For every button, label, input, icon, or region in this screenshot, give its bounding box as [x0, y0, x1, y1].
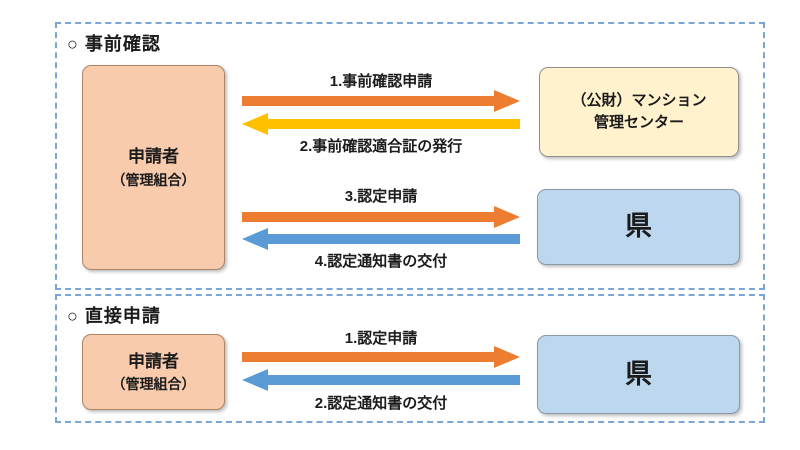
section-direct-application: ○ 直接申請 申請者 （管理組合） 県 1.認定申請 2.認定通知書の交付: [55, 294, 765, 423]
management-center-label-line1: （公財）マンション: [571, 92, 707, 110]
section-preliminary-confirmation: ○ 事前確認 申請者 （管理組合） （公財）マンション 管理センター 県 1.事…: [55, 22, 765, 290]
prefecture-label: 県: [625, 211, 652, 242]
left-arrow-icon: [242, 113, 520, 135]
arrow-label-certification-notice: 4.認定通知書の交付: [314, 253, 448, 270]
arrow-label-prelim-application: 1.事前確認申請: [329, 73, 433, 90]
arrow-label-certification-application: 1.認定申請: [344, 330, 418, 347]
left-arrow-icon: [242, 228, 520, 250]
prefecture-box: 県: [537, 189, 740, 265]
prefecture-label: 県: [625, 358, 652, 389]
applicant-label: 申請者: [128, 351, 179, 371]
arrow-label-certification-notice: 2.認定通知書の交付: [314, 395, 448, 412]
left-arrow-icon: [242, 369, 520, 391]
right-arrow-icon: [242, 90, 520, 112]
applicant-sublabel: （管理組合）: [111, 376, 196, 393]
right-arrow-icon: [242, 206, 520, 228]
right-arrow-icon: [242, 346, 520, 368]
arrow-label-certification-application: 3.認定申請: [344, 188, 418, 205]
section-title-direct: ○ 直接申請: [67, 306, 161, 326]
applicant-box: 申請者 （管理組合）: [82, 65, 225, 270]
prefecture-box: 県: [537, 335, 740, 414]
applicant-label: 申請者: [128, 147, 179, 167]
arrow-label-conformity-certificate: 2.事前確認適合証の発行: [299, 138, 463, 155]
section-title-preliminary: ○ 事前確認: [67, 34, 161, 54]
management-center-box: （公財）マンション 管理センター: [539, 67, 739, 157]
applicant-box: 申請者 （管理組合）: [82, 334, 225, 410]
management-center-label-line2: 管理センター: [593, 114, 684, 131]
applicant-sublabel: （管理組合）: [111, 171, 196, 188]
